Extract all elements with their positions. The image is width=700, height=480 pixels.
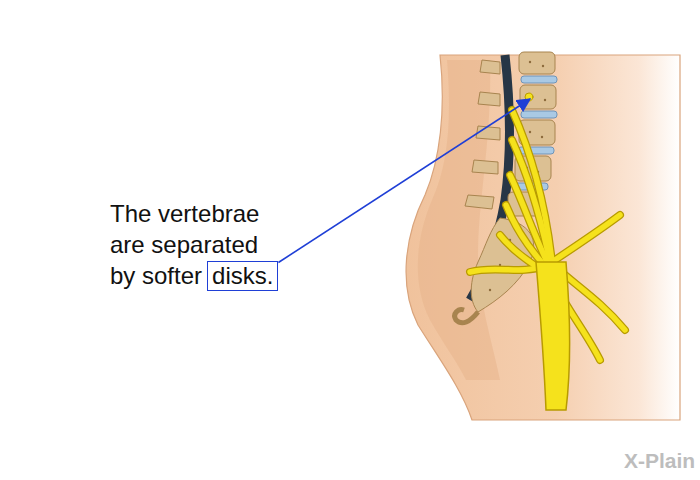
vertebra (519, 52, 555, 74)
coccyx (455, 310, 478, 323)
body-skin (406, 55, 680, 420)
highlighted-word: disks. (212, 262, 273, 290)
disk (521, 111, 557, 118)
vertebra (520, 85, 556, 109)
body-silhouette (406, 55, 680, 420)
leader-line (278, 99, 530, 263)
sciatic-nerve (536, 262, 570, 410)
watermark: X-Plain (624, 448, 695, 474)
spinous-process (465, 60, 500, 209)
disk (521, 76, 557, 83)
highlight-box: disks. (207, 261, 278, 291)
nerve-roots (470, 93, 625, 410)
back-shading (418, 60, 500, 380)
